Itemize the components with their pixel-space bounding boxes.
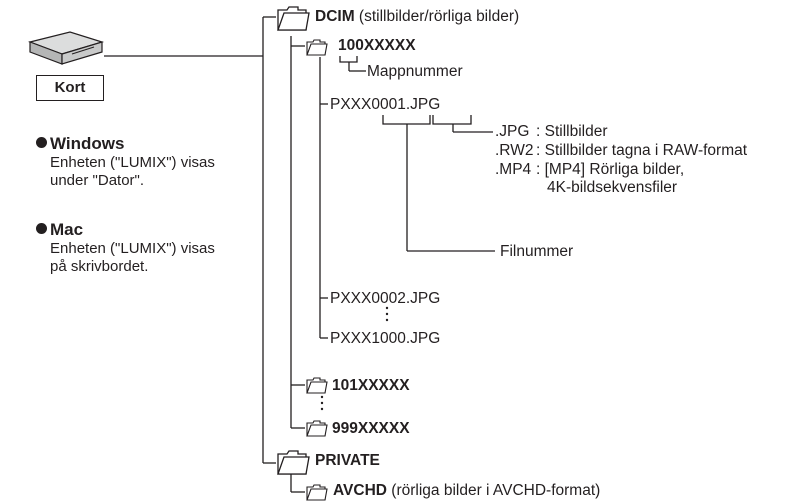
dcim-folder-icon [277, 6, 310, 31]
mac-line-2: på skrivbordet. [50, 258, 149, 275]
ext-mp4-desc-2: 4K-bildsekvensfiler [547, 179, 678, 196]
folder-999-label: 999XXXXX [332, 420, 410, 437]
dcim-label: DCIM (stillbilder/rörliga bilder) [315, 8, 519, 26]
windows-line-2: under "Dator". [50, 172, 145, 189]
folder-999-icon [306, 420, 328, 437]
dcim-desc: (stillbilder/rörliga bilder) [358, 8, 520, 25]
file-0002-label: PXXX0002.JPG [330, 290, 441, 307]
avchd-folder-icon [306, 484, 328, 501]
ext-mp4-desc: : [MP4] Rörliga bilder, [536, 161, 685, 178]
windows-title: Windows [50, 134, 125, 153]
ext-jpg: .JPG [495, 123, 530, 140]
card-reader-icon [27, 31, 105, 65]
ext-rw2-desc: : Stillbilder tagna i RAW-format [536, 142, 748, 159]
mac-title: Mac [50, 220, 84, 239]
folder-number-label: Mappnummer [367, 63, 463, 80]
ext-mp4: .MP4 [495, 161, 532, 178]
ext-jpg-desc: : Stillbilder [536, 123, 608, 140]
folder-100-label: 100XXXXX [338, 37, 416, 54]
folder-100-icon [306, 39, 328, 56]
bullet-icon [36, 223, 47, 234]
file-number-label: Filnummer [500, 243, 574, 260]
avchd-desc: (rörliga bilder i AVCHD-format) [391, 482, 601, 499]
windows-note: Windows Enheten ("LUMIX") visas under "D… [36, 134, 215, 190]
private-folder-icon [277, 450, 310, 475]
private-label: PRIVATE [315, 452, 380, 469]
file-1000-label: PXXX1000.JPG [330, 330, 441, 347]
avchd-label: AVCHD (rörliga bilder i AVCHD-format) [333, 482, 600, 500]
dcim-name: DCIM [315, 8, 355, 25]
folder-101-label: 101XXXXX [332, 377, 410, 394]
ext-rw2: .RW2 [495, 142, 534, 159]
mac-note: Mac Enheten ("LUMIX") visas på skrivbord… [36, 220, 215, 276]
avchd-name: AVCHD [333, 482, 387, 499]
windows-line-1: Enheten ("LUMIX") visas [50, 154, 215, 171]
card-label-box: Kort [36, 75, 104, 101]
mac-line-1: Enheten ("LUMIX") visas [50, 240, 215, 257]
folder-101-icon [306, 377, 328, 394]
bullet-icon [36, 137, 47, 148]
file-0001-label: PXXX0001.JPG [330, 96, 441, 113]
